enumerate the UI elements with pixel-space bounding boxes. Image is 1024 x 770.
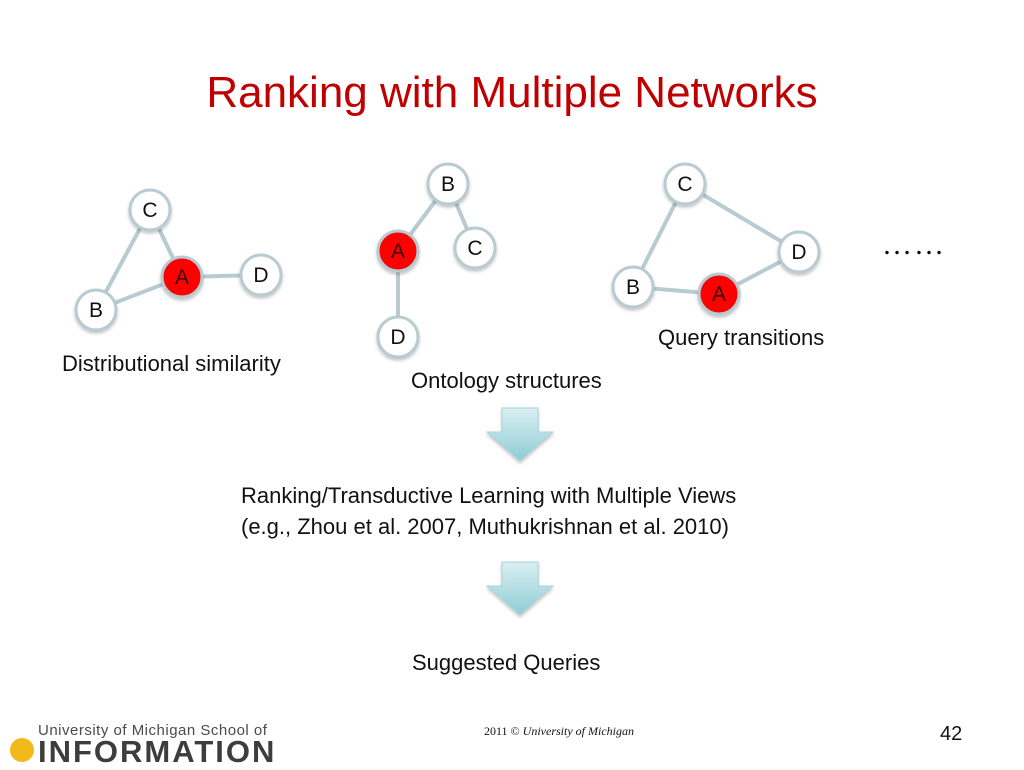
node-label: B [626, 276, 640, 299]
node-1-D: D [239, 253, 283, 297]
logo-line-1: University of Michigan School of [38, 722, 268, 739]
node-label: D [253, 264, 268, 287]
node-label: C [677, 173, 692, 196]
node-circle [74, 288, 118, 332]
node-label: B [89, 299, 103, 322]
logo-line-2: INFORMATION [38, 734, 277, 769]
node-3-D: D [777, 230, 821, 274]
node-circle [611, 265, 655, 309]
node-label: D [390, 326, 405, 349]
node-3-A: A [697, 272, 741, 316]
down-arrow-2 [485, 561, 555, 616]
node-circle [160, 255, 204, 299]
node-1-B: B [74, 288, 118, 332]
caption-distributional-similarity: Distributional similarity [62, 351, 281, 376]
method-description: Ranking/Transductive Learning with Multi… [241, 480, 736, 542]
node-2-B: B [426, 162, 470, 206]
node-circle [239, 253, 283, 297]
slide-title: Ranking with Multiple Networks [206, 68, 818, 117]
node-2-D: D [376, 315, 420, 359]
node-label: A [391, 240, 405, 263]
footer-institution: University of Michigan [522, 724, 634, 738]
node-1-A: A [160, 255, 204, 299]
node-circle [128, 188, 172, 232]
caption-query-transitions: Query transitions [658, 325, 825, 350]
result-suggested-queries: Suggested Queries [412, 650, 601, 675]
node-circle [453, 226, 497, 270]
more-networks-ellipsis: …… [882, 228, 946, 261]
node-label: C [467, 237, 482, 260]
node-circle [697, 272, 741, 316]
node-circle [376, 229, 420, 273]
node-circle [663, 162, 707, 206]
footer-copyright: 2011 © University of Michigan [484, 724, 634, 739]
node-3-B: B [611, 265, 655, 309]
node-label: C [142, 199, 157, 222]
caption-ontology-structures: Ontology structures [411, 368, 602, 393]
footer-year: 2011 © [484, 724, 520, 738]
node-2-C: C [453, 226, 497, 270]
logo-dot-icon [10, 738, 34, 762]
node-label: D [791, 241, 806, 264]
page-number: 42 [940, 723, 963, 745]
edge-3-C-D [683, 182, 801, 254]
down-arrow-1 [485, 407, 555, 462]
node-circle [777, 230, 821, 274]
node-label: B [441, 173, 455, 196]
method-line-2: (e.g., Zhou et al. 2007, Muthukrishnan e… [241, 514, 729, 539]
node-label: A [175, 266, 189, 289]
node-1-C: C [128, 188, 172, 232]
node-label: A [712, 283, 726, 306]
node-circle [376, 315, 420, 359]
node-circle [426, 162, 470, 206]
node-3-C: C [663, 162, 707, 206]
method-line-1: Ranking/Transductive Learning with Multi… [241, 483, 737, 508]
node-2-A: A [376, 229, 420, 273]
